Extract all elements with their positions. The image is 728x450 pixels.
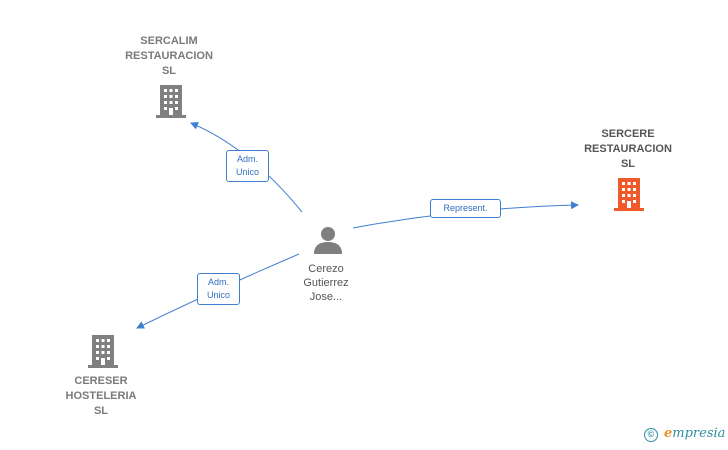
edge-label-line: Unico — [235, 167, 259, 177]
company-label-cereser[interactable]: CERESER HOSTELERIA SL — [41, 374, 161, 419]
label-line: SL — [161, 65, 177, 77]
building-icon[interactable] — [87, 334, 119, 370]
label-line: Cerezo — [308, 263, 344, 275]
building-icon[interactable] — [155, 84, 187, 120]
label-line: SL — [93, 405, 109, 417]
label-line: SERCALIM — [140, 35, 198, 47]
label-line: RESTAURACION — [584, 143, 672, 155]
label-line: RESTAURACION — [125, 50, 213, 62]
label-line: Jose... — [309, 291, 343, 303]
edge-label-represent[interactable]: Represent. — [430, 199, 501, 218]
copyright-icon: © — [644, 428, 658, 442]
brand-name-initial: e — [664, 426, 673, 441]
company-label-sercere[interactable]: SERCERE RESTAURACION SL — [568, 127, 688, 172]
empresia-logo: © empresia — [644, 426, 725, 446]
label-line: Gutierrez — [303, 277, 349, 289]
edge-label-line: Adm. — [207, 277, 229, 287]
person-label[interactable]: Cerezo Gutierrez Jose... — [281, 262, 371, 304]
building-icon-highlighted[interactable] — [613, 177, 645, 213]
label-line: HOSTELERIA — [65, 390, 137, 402]
edge-label-line: Unico — [206, 290, 230, 300]
brand-name-rest: mpresia — [672, 426, 726, 441]
company-label-sercalim[interactable]: SERCALIM RESTAURACION SL — [109, 34, 229, 79]
edge-label-adm-unico[interactable]: Adm. Unico — [226, 150, 269, 182]
edge-label-adm-unico[interactable]: Adm. Unico — [197, 273, 240, 305]
label-line: CERESER — [74, 375, 128, 387]
brand-name: empresia — [664, 426, 725, 441]
person-icon[interactable] — [313, 225, 343, 255]
label-line: SL — [620, 158, 636, 170]
label-line: SERCERE — [601, 128, 655, 140]
edge-label-line: Represent. — [443, 203, 488, 213]
edge-label-line: Adm. — [236, 154, 258, 164]
